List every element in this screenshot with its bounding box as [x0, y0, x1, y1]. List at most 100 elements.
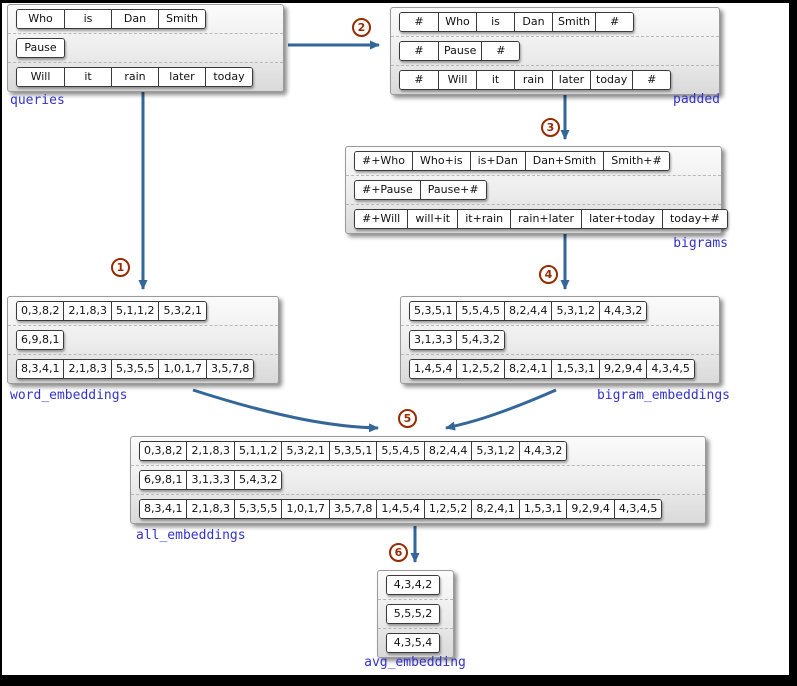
token-cell: 5,3,2,1	[281, 442, 329, 460]
token-cell: 4,3,5,4	[387, 634, 439, 652]
token-cell: 8,3,4,1	[17, 360, 64, 378]
token-cell: later	[158, 68, 205, 86]
token-cell: 1,0,1,7	[158, 360, 206, 378]
avg-embedding-panel: 4,3,4,2 5,5,5,2 4,3,5,4	[377, 570, 454, 658]
token-cell: 3,1,3,3	[186, 471, 234, 489]
word-embeddings-label: word_embeddings	[10, 388, 128, 403]
token-cell: rain	[111, 68, 158, 86]
token-cell: rain+later	[510, 210, 582, 228]
token-cell: #	[595, 13, 634, 31]
token-cell: today	[205, 68, 252, 86]
token-cell: 8,3,4,1	[140, 500, 187, 518]
token-cell: #+Will	[355, 210, 408, 228]
token-cell: 8,2,4,4	[503, 302, 552, 320]
token-cell: 8,2,4,1	[503, 360, 552, 378]
token-cell: Who+is	[412, 152, 470, 170]
token-cell: Dan	[514, 13, 552, 31]
token-cell: rain	[514, 71, 552, 89]
token-cell: 5,1,1,2	[110, 302, 159, 320]
token-cell: Pause	[438, 42, 482, 60]
token-cell: Smith	[552, 13, 596, 31]
token-cell: it	[64, 68, 111, 86]
token-cell: today+#	[661, 210, 727, 228]
token-row: #Pause#	[391, 37, 719, 66]
token-cell: it+rain	[457, 210, 511, 228]
token-cell: #	[481, 42, 520, 60]
step-5-marker: 5	[398, 409, 417, 428]
token-cell: today	[590, 71, 633, 89]
token-cell: 2,1,8,3	[63, 302, 111, 320]
token-cell: 5,3,2,1	[158, 302, 206, 320]
token-cell: 8,2,4,4	[423, 442, 472, 460]
token-cell: 4,3,4,5	[646, 360, 694, 378]
token-cell: #+Pause	[355, 181, 420, 199]
token-cell: 4,4,3,2	[598, 302, 647, 320]
token-cell: 3,5,7,8	[205, 360, 254, 378]
token-cell: 0,3,8,2	[17, 302, 64, 320]
token-cell: later	[552, 71, 590, 89]
token-cell: 2,1,8,3	[186, 500, 234, 518]
bigrams-label: bigrams	[673, 236, 728, 251]
token-cell: Smith	[158, 10, 205, 28]
token-cell: 5,3,1,2	[551, 302, 599, 320]
token-row: 6,9,8,1	[8, 326, 278, 355]
token-cell: 0,3,8,2	[140, 442, 187, 460]
step-1-marker: 1	[111, 258, 130, 277]
token-cell: 1,0,1,7	[281, 500, 329, 518]
token-cell: 5,3,5,1	[328, 442, 377, 460]
token-cell: it	[476, 71, 514, 89]
step-2-marker: 2	[352, 18, 371, 37]
token-cell: 1,5,3,1	[518, 500, 567, 518]
token-cell: 3,1,3,3	[410, 331, 457, 349]
token-cell: 8,2,4,1	[471, 500, 519, 518]
token-cell: #+Who	[355, 152, 413, 170]
token-cell: 5,4,3,2	[456, 331, 504, 349]
token-cell: 5,5,5,2	[387, 605, 439, 623]
token-cell: 1,4,5,4	[410, 360, 457, 378]
token-cell: Dan	[111, 10, 158, 28]
token-cell: 9,2,9,4	[598, 360, 647, 378]
token-cell: 4,3,4,2	[387, 576, 439, 594]
token-cell: is	[476, 13, 514, 31]
token-cell: 2,1,8,3	[186, 442, 234, 460]
cell-row: 5,5,5,2	[386, 604, 440, 624]
token-cell: 4,4,3,2	[518, 442, 567, 460]
token-cell: will+it	[407, 210, 458, 228]
token-row: 4,3,5,4	[378, 629, 453, 657]
token-cell: later+today	[581, 210, 662, 228]
queries-label: queries	[10, 93, 65, 108]
token-cell: Who	[17, 10, 64, 28]
token-cell: 1,5,3,1	[551, 360, 599, 378]
token-cell: 5,3,5,1	[410, 302, 457, 320]
step-4-marker: 4	[539, 265, 558, 284]
token-cell: 2,1,8,3	[63, 360, 111, 378]
cell-row: 4,3,5,4	[386, 633, 440, 653]
cell-row: #Pause#	[399, 41, 521, 61]
token-cell: 1,4,5,4	[376, 500, 424, 518]
token-cell: 6,9,8,1	[140, 471, 187, 489]
